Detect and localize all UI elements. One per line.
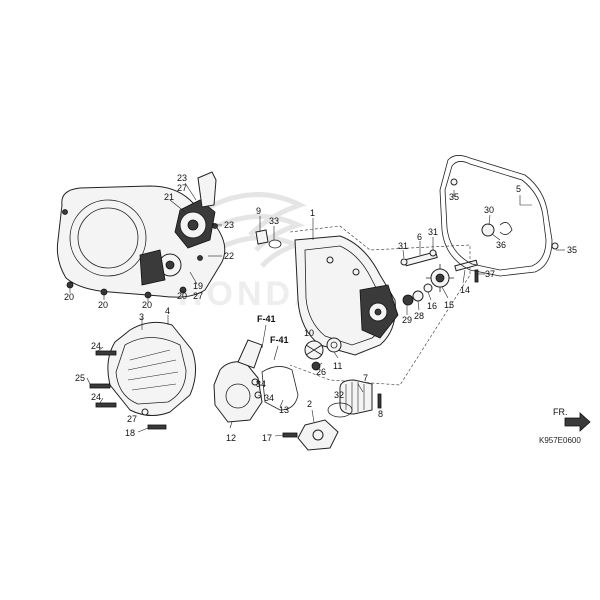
reference-labels: F-41 F-41	[257, 314, 289, 361]
callout-6: 6	[417, 232, 422, 242]
front-arrow-label: FR.	[553, 407, 568, 417]
small-parts-9-33	[255, 229, 282, 249]
callout-4: 4	[165, 306, 170, 316]
callout-9: 9	[256, 206, 261, 216]
callout-29: 29	[402, 315, 412, 325]
shaft-assembly	[400, 249, 479, 306]
callout-27-lower: 27	[127, 414, 137, 424]
callout-37: 37	[485, 269, 495, 279]
ref-f41-upper: F-41	[257, 314, 276, 324]
water-pump-body	[213, 339, 263, 423]
callout-20-b: 20	[64, 292, 74, 302]
callout-22: 22	[224, 251, 234, 261]
callout-2: 2	[307, 399, 312, 409]
callout-34-upper: 34	[256, 379, 266, 389]
assembly-outline	[289, 225, 471, 386]
callout-23-right: 23	[224, 220, 234, 230]
callout-18: 18	[125, 428, 135, 438]
callout-23-upper: 23	[177, 173, 187, 183]
callout-15: 15	[444, 300, 454, 310]
callout-12: 12	[226, 433, 236, 443]
callout-32: 32	[334, 390, 344, 400]
callout-24-upper: 24	[91, 341, 101, 351]
front-arrow: FR.	[553, 407, 591, 432]
right-gasket	[439, 155, 559, 277]
callout-5: 5	[516, 184, 521, 194]
callout-17: 17	[262, 433, 272, 443]
callout-numbers: 23 27 21 23 22 19 20 27 20 20 20 3 4 24 …	[64, 173, 577, 443]
diagram-code: K957E0600	[539, 436, 581, 445]
leader-lines	[69, 182, 565, 437]
right-crankcase-cover	[294, 235, 399, 356]
callout-27-mid: 27	[193, 291, 203, 301]
bolts-left	[89, 350, 167, 430]
callout-31-right: 31	[428, 227, 438, 237]
callout-33: 33	[269, 216, 279, 226]
callout-35-right: 35	[567, 245, 577, 255]
callout-20-a: 20	[177, 291, 187, 301]
callout-19: 19	[193, 281, 203, 291]
callout-26: 26	[316, 367, 326, 377]
pump-gasket	[261, 366, 299, 411]
left-crankcase-cover	[56, 171, 226, 299]
callout-36: 36	[496, 240, 506, 250]
callout-27-upper: 27	[177, 183, 187, 193]
ref-f41-lower: F-41	[270, 335, 289, 345]
callout-34-lower: 34	[264, 393, 274, 403]
callout-8: 8	[378, 409, 383, 419]
callout-20-d: 20	[142, 300, 152, 310]
callout-14: 14	[460, 285, 470, 295]
callout-10: 10	[304, 328, 314, 338]
callout-25: 25	[75, 373, 85, 383]
callout-28: 28	[414, 311, 424, 321]
callout-16: 16	[427, 301, 437, 311]
callout-35-upper: 35	[449, 192, 459, 202]
callout-7: 7	[363, 373, 368, 383]
callout-21: 21	[164, 192, 174, 202]
callout-3: 3	[139, 312, 144, 322]
callout-24-lower: 24	[91, 392, 101, 402]
callout-13: 13	[279, 405, 289, 415]
clutch-cover	[107, 321, 196, 416]
callout-1: 1	[310, 208, 315, 218]
callout-31-left: 31	[398, 241, 408, 251]
callout-11: 11	[333, 361, 342, 371]
callout-30: 30	[484, 205, 494, 215]
callout-20-c: 20	[98, 300, 108, 310]
oil-filter-parts	[282, 379, 382, 451]
